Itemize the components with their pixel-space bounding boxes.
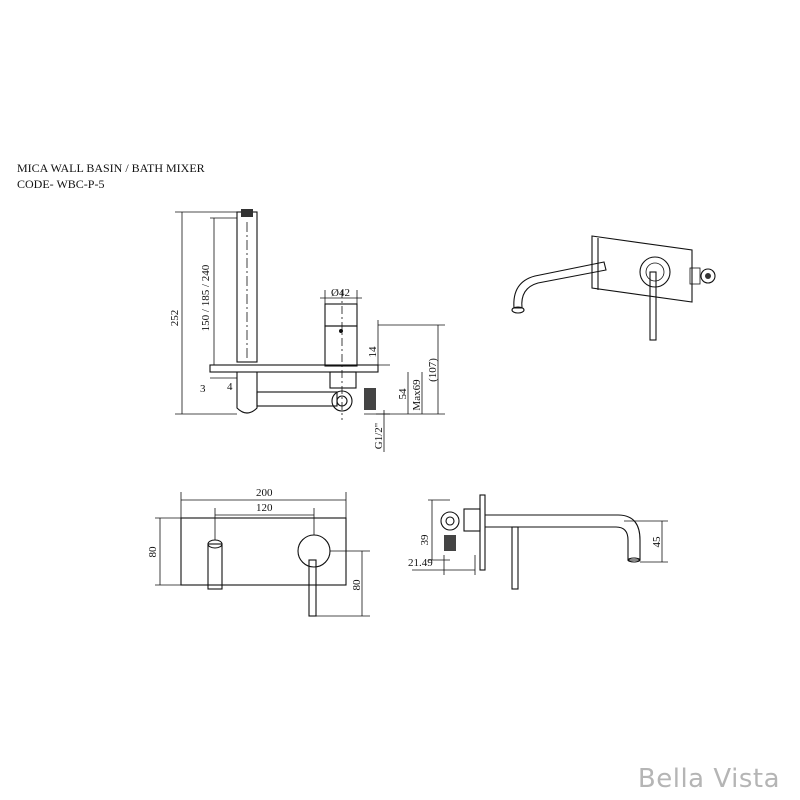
perspective-view — [511, 235, 716, 341]
front-elevation-view: 200 120 80 80 — [147, 487, 370, 617]
side-thread — [444, 535, 456, 551]
front-lever — [308, 559, 317, 617]
side-lever — [511, 526, 519, 590]
aerator — [241, 209, 253, 217]
spout-base — [236, 372, 258, 414]
side-spout — [485, 514, 641, 561]
perspective-inlet — [700, 268, 716, 284]
dim-200: 200 — [256, 487, 273, 499]
side-view-bottom: 39 21.49 45 — [408, 494, 668, 590]
dim-45: 45 — [651, 536, 663, 548]
side-elevation-view: 252 150 / 185 / 240 3 4 Ø42 14 54 Max69 … — [169, 209, 445, 452]
front-spout — [207, 543, 223, 590]
threaded-inlet — [364, 388, 376, 410]
title-block: MICA WALL BASIN / BATH MIXER CODE- WBC-P… — [17, 160, 205, 192]
dim-120: 120 — [256, 502, 273, 514]
perspective-lever — [649, 271, 657, 341]
dim-80-left: 80 — [147, 546, 159, 558]
dim-21-49: 21.49 — [408, 557, 433, 569]
side-valve-inlet — [440, 511, 460, 531]
side-valve-body — [463, 508, 481, 532]
dim-80-right: 80 — [351, 579, 363, 591]
front-plate — [180, 517, 347, 586]
connector-pipe — [256, 391, 338, 407]
dim-107: (107) — [427, 358, 439, 382]
dim-max69: Max69 — [411, 379, 423, 411]
valve-housing — [329, 371, 357, 389]
dim-dia42: Ø42 — [331, 287, 350, 299]
dim-252: 252 — [169, 310, 181, 327]
dim-4: 4 — [227, 381, 233, 393]
product-code: CODE- WBC-P-5 — [17, 177, 105, 191]
dim-3: 3 — [200, 383, 206, 395]
dim-14: 14 — [367, 346, 379, 358]
dim-spout-length: 150 / 185 / 240 — [200, 264, 212, 331]
perspective-handle — [639, 256, 671, 288]
brand-watermark: Bella Vista — [637, 764, 780, 794]
dim-thread: G1/2" — [373, 423, 385, 450]
side-plate — [479, 494, 486, 571]
dim-54: 54 — [397, 388, 409, 400]
handle-body — [324, 325, 358, 367]
perspective-plate — [591, 235, 693, 303]
front-handle — [297, 534, 331, 568]
handle-cap — [324, 303, 358, 327]
dim-39: 39 — [419, 534, 431, 546]
product-title: MICA WALL BASIN / BATH MIXER — [17, 161, 205, 175]
